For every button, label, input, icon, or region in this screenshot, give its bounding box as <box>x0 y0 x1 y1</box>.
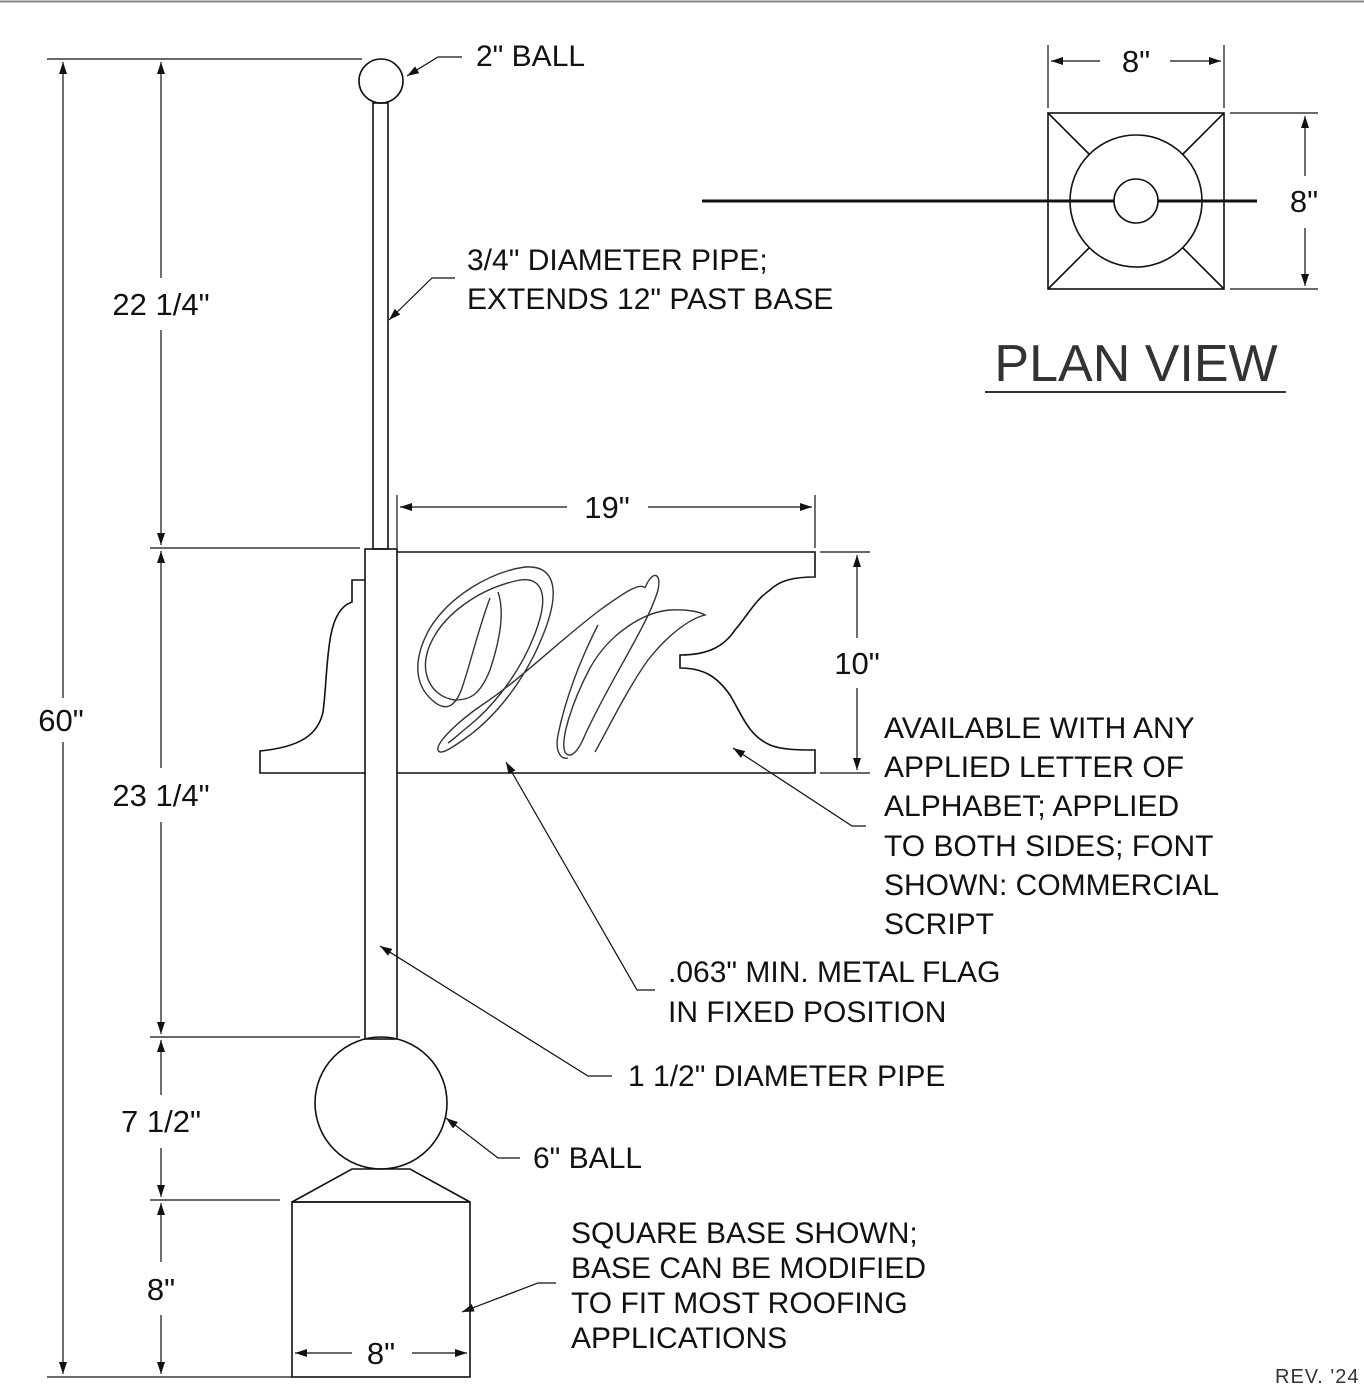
svg-text:AVAILABLE WITH ANY: AVAILABLE WITH ANY <box>884 712 1195 745</box>
svg-text:TO FIT MOST ROOFING: TO FIT MOST ROOFING <box>571 1287 908 1320</box>
big-ball <box>314 1036 448 1170</box>
dim-flag-section-label: 23 1/4" <box>112 778 209 813</box>
dim-flag-section: 23 1/4" <box>112 551 210 1034</box>
large-pipe <box>364 548 398 1040</box>
svg-text:APPLICATIONS: APPLICATIONS <box>571 1322 787 1355</box>
elevation-view <box>259 58 816 1378</box>
note-big-ball: 6" BALL <box>445 1117 642 1175</box>
dim-ball-section-label: 7 1/2" <box>121 1104 201 1139</box>
plan-pipe <box>1113 178 1159 224</box>
note-metal-flag: .063" MIN. METAL FLAG IN FIXED POSITION <box>505 761 1000 1029</box>
small-pipe <box>372 102 389 550</box>
plan-width-label: 8" <box>1122 44 1150 79</box>
svg-text:IN FIXED POSITION: IN FIXED POSITION <box>668 996 946 1029</box>
dim-ball-section: 7 1/2" <box>121 1040 201 1197</box>
base-cap <box>291 1168 471 1203</box>
note-small-pipe: 3/4" DIAMETER PIPE; EXTENDS 12" PAST BAS… <box>388 244 833 321</box>
dim-flag-width-label: 19" <box>584 490 630 525</box>
plan-view-title: PLAN VIEW <box>994 335 1277 393</box>
revision-label: REV. '24 <box>1275 1366 1359 1388</box>
svg-text:APPLIED LETTER OF: APPLIED LETTER OF <box>884 751 1184 784</box>
svg-text:SHOWN: COMMERCIAL: SHOWN: COMMERCIAL <box>884 869 1219 902</box>
extension-lines <box>47 58 870 1378</box>
svg-text:EXTENDS 12" PAST BASE: EXTENDS 12" PAST BASE <box>467 283 833 316</box>
dim-upper-pipe: 22 1/4" <box>112 62 210 545</box>
note-large-pipe: 1 1/2" DIAMETER PIPE <box>379 945 945 1093</box>
note-top-ball: 2" BALL <box>406 40 585 77</box>
svg-text:1 1/2" DIAMETER PIPE: 1 1/2" DIAMETER PIPE <box>628 1060 945 1093</box>
svg-text:ALPHABET; APPLIED: ALPHABET; APPLIED <box>884 790 1179 823</box>
dim-flag-height: 10" <box>834 555 880 770</box>
script-letter <box>417 566 707 759</box>
svg-text:6" BALL: 6" BALL <box>533 1142 642 1175</box>
metal-flag <box>397 551 816 774</box>
svg-text:SQUARE BASE SHOWN;: SQUARE BASE SHOWN; <box>571 1217 918 1250</box>
dim-base-height: 8" <box>147 1203 175 1374</box>
dim-base-width: 8" <box>295 1336 467 1371</box>
dim-overall-height-label: 60" <box>38 703 84 738</box>
dim-upper-pipe-label: 22 1/4" <box>112 287 209 322</box>
svg-text:2" BALL: 2" BALL <box>476 40 585 73</box>
svg-text:.063" MIN. METAL FLAG: .063" MIN. METAL FLAG <box>668 956 1000 989</box>
dim-flag-height-label: 10" <box>834 646 880 681</box>
svg-text:3/4" DIAMETER PIPE;: 3/4" DIAMETER PIPE; <box>467 244 768 277</box>
plan-depth-label: 8" <box>1290 184 1318 219</box>
dim-base-width-label: 8" <box>367 1336 395 1371</box>
plan-view: 8" 8" PLAN VIEW <box>702 44 1318 393</box>
svg-text:SCRIPT: SCRIPT <box>884 908 994 941</box>
metal-flag-left <box>259 579 365 774</box>
top-ball <box>358 58 404 104</box>
note-applied-letter: AVAILABLE WITH ANY APPLIED LETTER OF ALP… <box>732 712 1219 941</box>
svg-text:TO BOTH SIDES; FONT: TO BOTH SIDES; FONT <box>884 830 1213 863</box>
dim-flag-width: 19" <box>400 490 812 525</box>
square-base <box>291 1201 471 1378</box>
svg-text:BASE CAN BE MODIFIED: BASE CAN BE MODIFIED <box>571 1252 926 1285</box>
dim-overall-height: 60" <box>38 62 84 1374</box>
dim-base-height-label: 8" <box>147 1272 175 1307</box>
note-square-base: SQUARE BASE SHOWN; BASE CAN BE MODIFIED … <box>461 1217 926 1355</box>
